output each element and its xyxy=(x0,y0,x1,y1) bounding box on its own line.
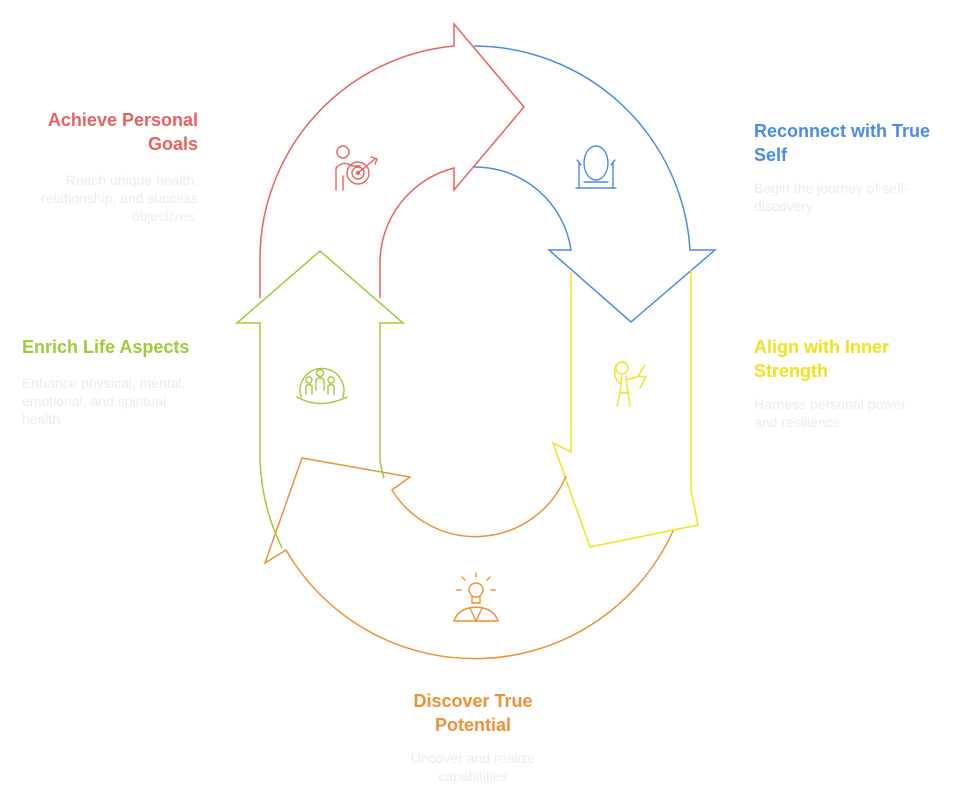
step-title-discover-potential: Discover True Potential xyxy=(373,689,573,737)
desc-line: capabilities xyxy=(438,768,508,784)
family-globe-icon xyxy=(296,367,348,405)
target-person-icon xyxy=(335,145,378,191)
step-desc-achieve-goals: Reach unique health, relationship, and s… xyxy=(18,171,198,225)
step-title-enrich-life: Enrich Life Aspects xyxy=(22,335,222,359)
desc-line: Begin the journey of self- xyxy=(754,180,909,196)
title-line: Reconnect with True xyxy=(754,121,931,141)
title-line: Enrich Life Aspects xyxy=(22,337,190,357)
step-desc-discover-potential: Uncover and realize capabilities xyxy=(373,749,573,785)
step-desc-reconnect-self: Begin the journey of self- discovery xyxy=(754,179,954,215)
reconnect-self-arrow xyxy=(473,45,718,323)
desc-line: Reach unique health, xyxy=(65,172,198,188)
enrich-life-arrow xyxy=(234,250,406,549)
title-line: Potential xyxy=(434,715,511,735)
title-line: Align with Inner xyxy=(754,337,889,357)
mirror-icon xyxy=(575,145,617,189)
title-line: Self xyxy=(754,145,788,165)
step-title-achieve-goals: Achieve Personal Goals xyxy=(18,108,198,156)
desc-line: health xyxy=(22,411,61,427)
step-title-align-strength: Align with Inner Strength xyxy=(754,335,954,383)
person-lightbulb-icon xyxy=(453,572,499,623)
title-line: Strength xyxy=(754,361,828,381)
desc-line: and resilience xyxy=(754,414,841,430)
step-desc-enrich-life: Enhance physical, mental, emotional, and… xyxy=(22,374,222,428)
title-line: Goals xyxy=(147,134,198,154)
title-line: Discover True xyxy=(413,691,533,711)
desc-line: objectives. xyxy=(131,208,198,224)
title-line: Achieve Personal xyxy=(47,110,198,130)
step-title-reconnect-self: Reconnect with True Self xyxy=(754,119,954,167)
desc-line: Harness personal power xyxy=(754,396,906,412)
desc-line: emotional, and spiritual xyxy=(22,393,166,409)
align-strength-arrow xyxy=(551,270,699,548)
woman-lightning-icon xyxy=(613,361,647,407)
achieve-goals-arrow xyxy=(259,21,525,298)
desc-line: discovery xyxy=(754,198,814,214)
desc-line: Uncover and realize xyxy=(410,750,536,766)
desc-line: Enhance physical, mental, xyxy=(22,375,186,391)
step-desc-align-strength: Harness personal power and resilience xyxy=(754,395,954,431)
desc-line: relationship, and success xyxy=(40,190,198,206)
discover-potential-arrow xyxy=(263,457,674,660)
